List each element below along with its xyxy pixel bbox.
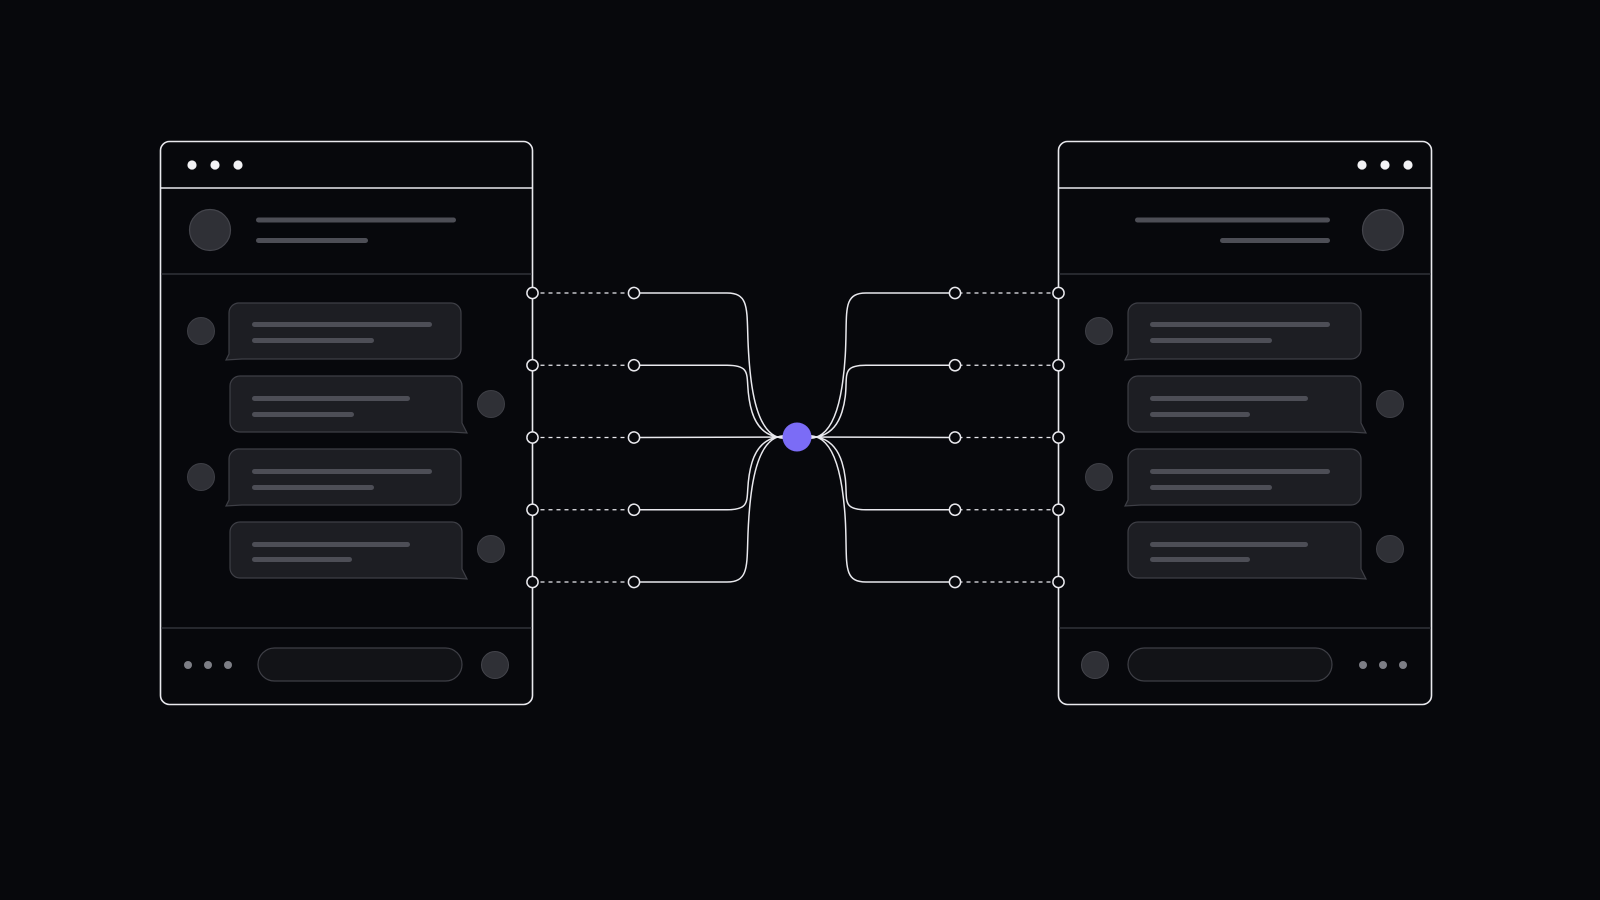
right-sender-avatar-icon bbox=[1085, 463, 1113, 491]
right-sender-avatar-icon bbox=[1376, 390, 1404, 418]
right-chat-footer bbox=[1081, 647, 1407, 682]
left-contact-status-line bbox=[256, 238, 368, 243]
right-port-node-icon[interactable] bbox=[1052, 358, 1065, 372]
left-message-list bbox=[187, 302, 505, 580]
right-port-node-icon[interactable] bbox=[948, 286, 962, 300]
right-port-node-icon[interactable] bbox=[1052, 286, 1065, 300]
right-more-dots-icon[interactable] bbox=[1359, 661, 1407, 669]
right-port-node-icon[interactable] bbox=[948, 431, 962, 444]
left-port-node-icon[interactable] bbox=[526, 431, 539, 444]
left-sender-avatar-icon bbox=[477, 535, 505, 563]
left-chat-footer bbox=[184, 647, 509, 682]
right-contact-name-line bbox=[1135, 217, 1330, 223]
left-solid-link bbox=[634, 364, 798, 439]
right-profile-avatar-icon bbox=[1361, 208, 1405, 252]
right-message-bubble[interactable] bbox=[1085, 302, 1362, 361]
left-port-node-icon[interactable] bbox=[526, 503, 539, 517]
right-port-node-icon[interactable] bbox=[1052, 503, 1065, 517]
right-solid-link bbox=[796, 434, 955, 583]
right-message-bubble[interactable] bbox=[1127, 375, 1404, 434]
left-contact-name-line bbox=[256, 217, 456, 223]
left-port-node-icon[interactable] bbox=[526, 358, 539, 372]
right-port-node-icon[interactable] bbox=[1052, 431, 1065, 444]
right-solid-link bbox=[796, 436, 956, 439]
left-solid-link bbox=[634, 434, 798, 583]
right-sender-avatar-icon bbox=[1085, 317, 1113, 345]
left-more-dots-icon[interactable] bbox=[184, 661, 232, 669]
left-send-icon[interactable] bbox=[481, 651, 509, 679]
left-sender-avatar-icon bbox=[187, 317, 215, 345]
hub-node-icon[interactable] bbox=[782, 422, 812, 452]
right-message-bubble[interactable] bbox=[1085, 448, 1362, 507]
right-port-node-icon[interactable] bbox=[948, 358, 962, 372]
left-chat-header bbox=[188, 208, 456, 252]
left-port-node-icon[interactable] bbox=[526, 286, 539, 300]
right-solid-link bbox=[796, 364, 955, 439]
right-contact-status-line bbox=[1220, 238, 1330, 243]
left-solid-link bbox=[634, 435, 798, 511]
right-port-node-icon[interactable] bbox=[948, 503, 962, 517]
left-sender-avatar-icon bbox=[477, 390, 505, 418]
left-port-node-icon[interactable] bbox=[627, 503, 641, 517]
left-port-node-icon[interactable] bbox=[526, 575, 539, 589]
right-send-icon[interactable] bbox=[1081, 651, 1109, 679]
right-sender-avatar-icon bbox=[1376, 535, 1404, 563]
connection-network bbox=[526, 286, 1065, 589]
left-message-input[interactable] bbox=[257, 647, 463, 682]
right-solid-link bbox=[796, 435, 955, 511]
left-profile-avatar-icon bbox=[188, 208, 232, 252]
left-port-node-icon[interactable] bbox=[627, 358, 641, 372]
left-window-controls-icon[interactable] bbox=[187, 160, 243, 170]
left-solid-link bbox=[633, 436, 798, 439]
left-message-bubble[interactable] bbox=[187, 448, 462, 507]
right-port-node-icon[interactable] bbox=[948, 575, 962, 589]
right-message-list bbox=[1085, 302, 1404, 580]
left-port-node-icon[interactable] bbox=[627, 575, 641, 589]
right-chat-window bbox=[1057, 140, 1433, 706]
left-message-bubble[interactable] bbox=[187, 302, 462, 361]
left-message-bubble[interactable] bbox=[229, 521, 505, 580]
right-message-input[interactable] bbox=[1127, 647, 1333, 682]
right-chat-header bbox=[1135, 208, 1405, 252]
right-message-bubble[interactable] bbox=[1127, 521, 1404, 580]
right-port-node-icon[interactable] bbox=[1052, 575, 1065, 589]
left-chat-window bbox=[159, 140, 534, 706]
left-message-bubble[interactable] bbox=[229, 375, 505, 434]
left-port-node-icon[interactable] bbox=[627, 431, 641, 444]
left-port-node-icon[interactable] bbox=[627, 286, 641, 300]
left-sender-avatar-icon bbox=[187, 463, 215, 491]
right-window-controls-icon[interactable] bbox=[1357, 160, 1413, 170]
